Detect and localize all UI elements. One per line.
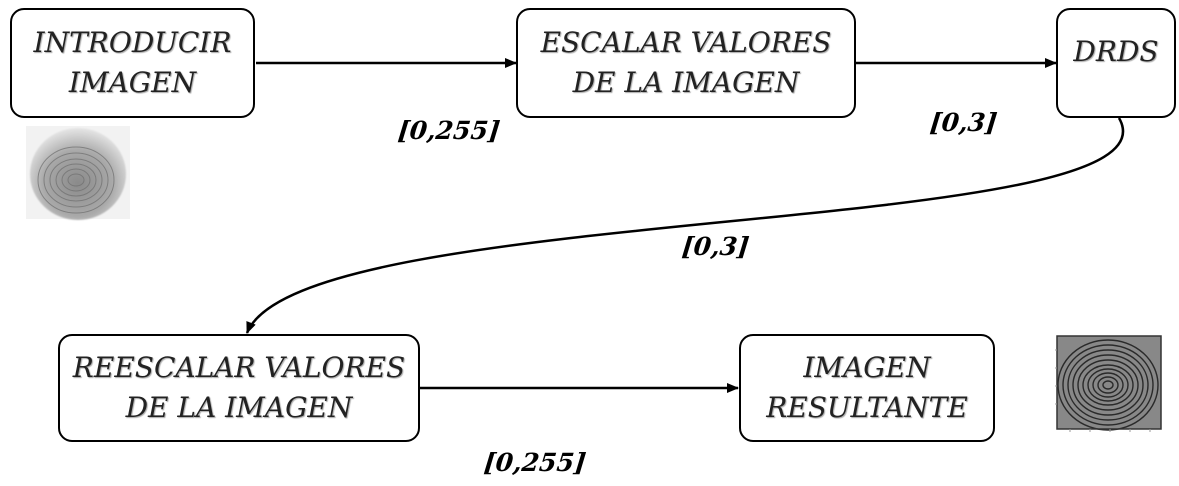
node-scale-line2: DE LA IMAGEN (572, 66, 800, 99)
range-label-rescale-to-result: [0,255] (482, 448, 588, 477)
range-label-scale-to-drds: [0,3] (928, 108, 999, 137)
arrow-drds-to-rescale (245, 117, 1125, 334)
input-fingerprint-thumbnail (26, 126, 130, 220)
node-input-line2: IMAGEN (68, 66, 197, 99)
node-rescale-line2: DE LA IMAGEN (125, 391, 353, 424)
node-result-image: IMAGEN RESULTANTE (739, 334, 995, 442)
node-scale-line1: ESCALAR VALORES (540, 26, 832, 59)
node-rescale-values: REESCALAR VALORES DE LA IMAGEN (58, 334, 420, 442)
range-label-drds-to-rescale: [0,3] (680, 232, 751, 261)
output-fingerprint-thumbnail (1055, 335, 1162, 432)
node-input-image: INTRODUCIR IMAGEN (10, 8, 255, 118)
node-input-line1: INTRODUCIR (33, 26, 232, 59)
node-scale-values: ESCALAR VALORES DE LA IMAGEN (516, 8, 856, 118)
node-rescale-line1: REESCALAR VALORES (72, 351, 406, 384)
node-result-line1: IMAGEN (803, 351, 931, 384)
node-drds: DRDS (1056, 8, 1176, 118)
range-label-input-to-scale: [0,255] (396, 116, 502, 145)
node-drds-label: DRDS (1073, 35, 1159, 68)
node-result-line2: RESULTANTE (766, 391, 968, 424)
